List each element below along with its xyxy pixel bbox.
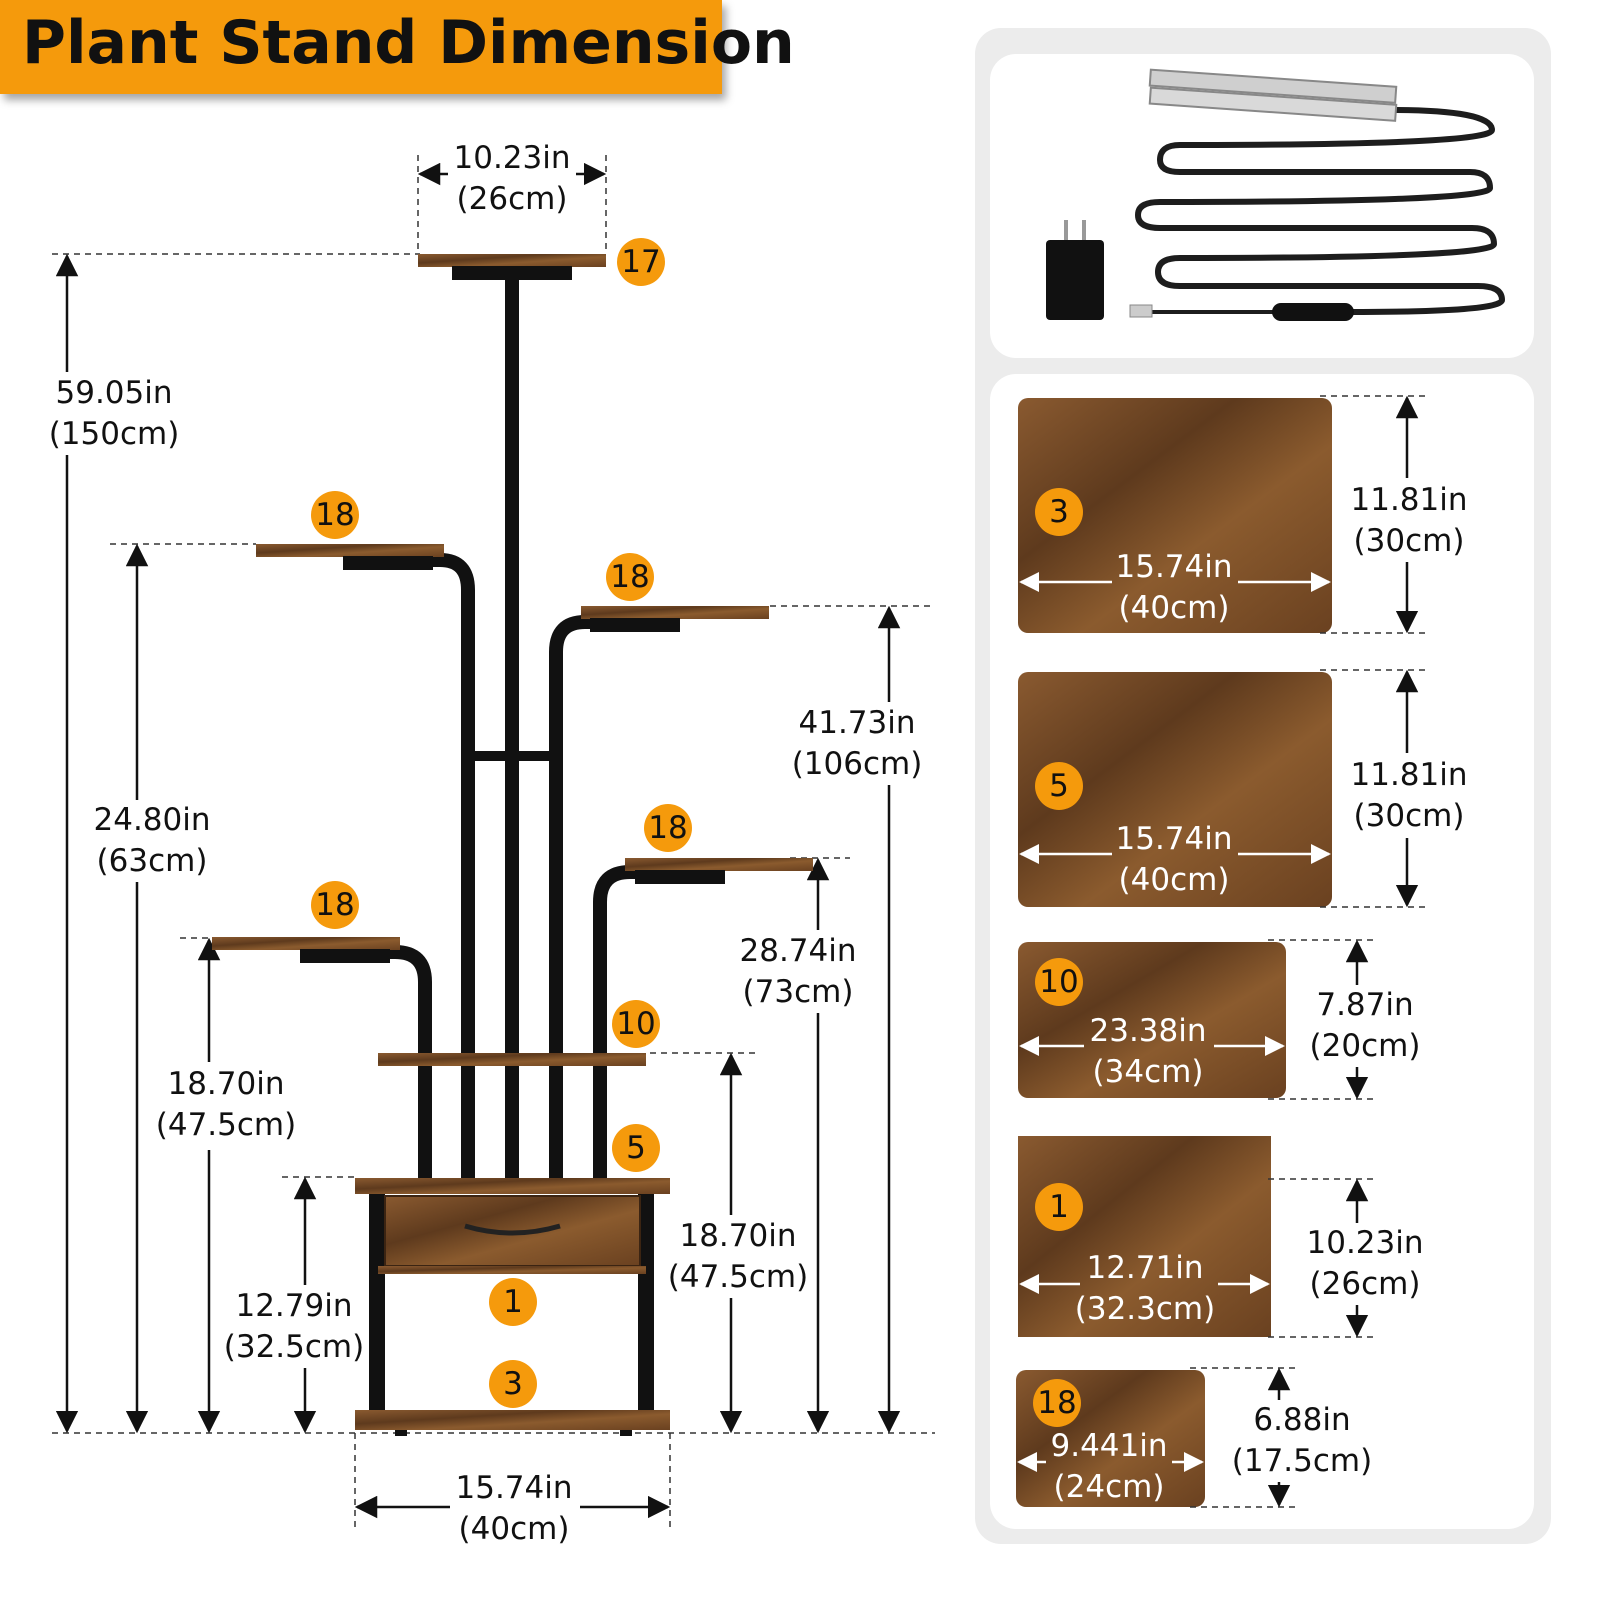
badge-left-upper-shelf: 18 <box>311 491 359 539</box>
board-swatches <box>1016 398 1332 1507</box>
badge-drawer: 1 <box>489 1278 537 1326</box>
board-depth-label: 6.88in(17.5cm) <box>1231 1402 1373 1479</box>
badge-right-upper-shelf: 18 <box>606 553 654 601</box>
dimension-arrows <box>55 162 901 1519</box>
board-depth-label: 11.81in(30cm) <box>1350 482 1468 559</box>
board-badge: 10 <box>1035 958 1083 1006</box>
board-width-label: 15.74in(40cm) <box>1115 549 1233 626</box>
badge-left-lower-shelf: 18 <box>311 881 359 929</box>
right-middle-height-label: 28.74in(73cm) <box>739 933 857 1010</box>
board-width-arrows <box>1017 572 1331 1472</box>
shelves <box>212 254 813 1436</box>
metal-frame <box>300 270 725 1410</box>
board-height-arrows <box>1267 395 1419 1508</box>
top-width-label: 10.23in(26cm) <box>453 140 571 217</box>
badge-top-shelf: 17 <box>617 238 665 286</box>
board-badge: 1 <box>1035 1183 1083 1231</box>
board-badge: 18 <box>1033 1379 1081 1427</box>
badge-base: 3 <box>489 1360 537 1408</box>
page-title: Plant Stand Dimension <box>22 8 795 78</box>
board-badge: 3 <box>1035 488 1083 536</box>
board-depth-label: 11.81in(30cm) <box>1350 757 1468 834</box>
board-width-label: 23.38in(34cm) <box>1089 1013 1207 1090</box>
board-width-label: 15.74in(40cm) <box>1115 821 1233 898</box>
left-upper-height-label: 24.80in(63cm) <box>93 802 211 879</box>
right-upper-height-label: 41.73in(106cm) <box>791 705 923 782</box>
badge-right-middle-shelf: 18 <box>644 804 692 852</box>
total-height-label: 59.05in(150cm) <box>48 375 180 452</box>
board-depth-label: 10.23in(26cm) <box>1306 1225 1424 1302</box>
board-width-label: 9.441in(24cm) <box>1050 1428 1168 1505</box>
left-lower-height-label: 18.70in(47.5cm) <box>155 1066 297 1143</box>
grow-light-illustration <box>1046 68 1506 321</box>
board-badge: 5 <box>1035 762 1083 810</box>
board-width-label: 12.71in(32.3cm) <box>1074 1250 1216 1327</box>
drawer-height-label: 12.79in(32.5cm) <box>223 1288 365 1365</box>
board-depth-label: 7.87in(20cm) <box>1309 987 1421 1064</box>
base-width-label: 15.74in(40cm) <box>455 1470 573 1547</box>
right-lower-height-label: 18.70in(47.5cm) <box>667 1218 809 1295</box>
title-banner: Plant Stand Dimension <box>0 0 795 94</box>
badge-drawer-top: 5 <box>612 1124 660 1172</box>
plant-stand <box>52 155 935 1528</box>
badge-middle-shelf: 10 <box>612 1000 660 1048</box>
